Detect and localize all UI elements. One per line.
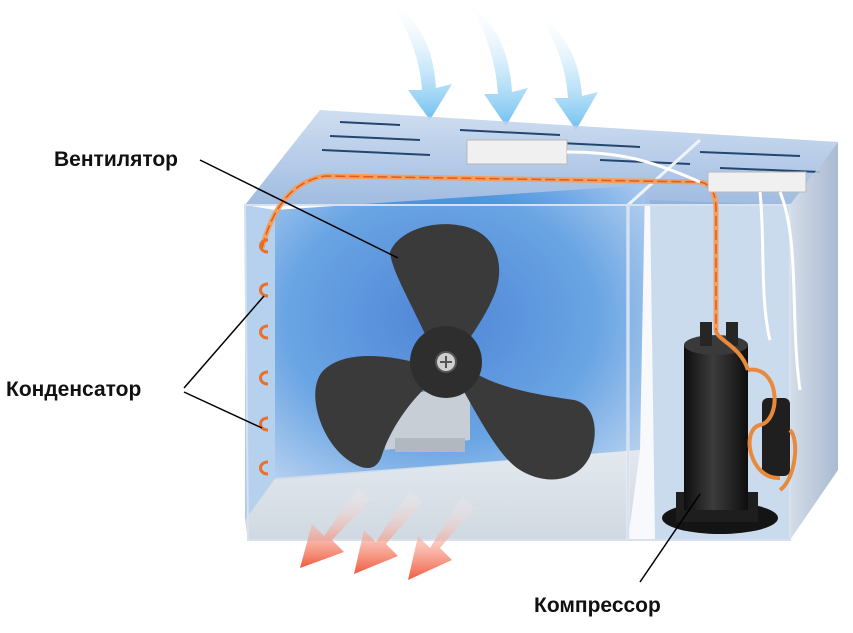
compressor-icon bbox=[662, 322, 790, 534]
compressor-leader-line bbox=[639, 493, 701, 583]
air-intake-arrows bbox=[392, 4, 598, 130]
condenser-coil-icon bbox=[259, 238, 269, 476]
control-box-2 bbox=[707, 171, 807, 193]
air-exhaust-arrows bbox=[300, 488, 474, 580]
top-grille bbox=[321, 121, 821, 173]
leader-lines bbox=[183, 159, 701, 583]
control-box bbox=[466, 139, 568, 165]
fan-icon bbox=[315, 224, 595, 480]
fan-leader-line bbox=[199, 159, 399, 259]
divider-top bbox=[626, 138, 702, 207]
fan-label: Вентилятор bbox=[54, 148, 178, 171]
condenser-leader-line-1 bbox=[183, 295, 265, 389]
condenser-label: Конденсатор bbox=[6, 378, 142, 401]
wires bbox=[566, 150, 802, 391]
housing-side bbox=[790, 142, 838, 540]
compressor-label: Компрессор bbox=[534, 594, 661, 617]
air-exhaust-arrow-icon bbox=[408, 496, 474, 580]
air-exhaust-arrow-icon bbox=[354, 490, 422, 574]
air-intake-arrow-icon bbox=[392, 4, 452, 120]
air-intake-arrow-icon bbox=[470, 4, 528, 126]
air-intake-arrow-icon bbox=[538, 14, 598, 130]
condenser-leader-line-2 bbox=[183, 391, 263, 429]
copper-tube-highlight bbox=[261, 175, 717, 330]
compressor-tubes bbox=[714, 329, 798, 492]
air-exhaust-arrow-icon bbox=[300, 488, 370, 568]
